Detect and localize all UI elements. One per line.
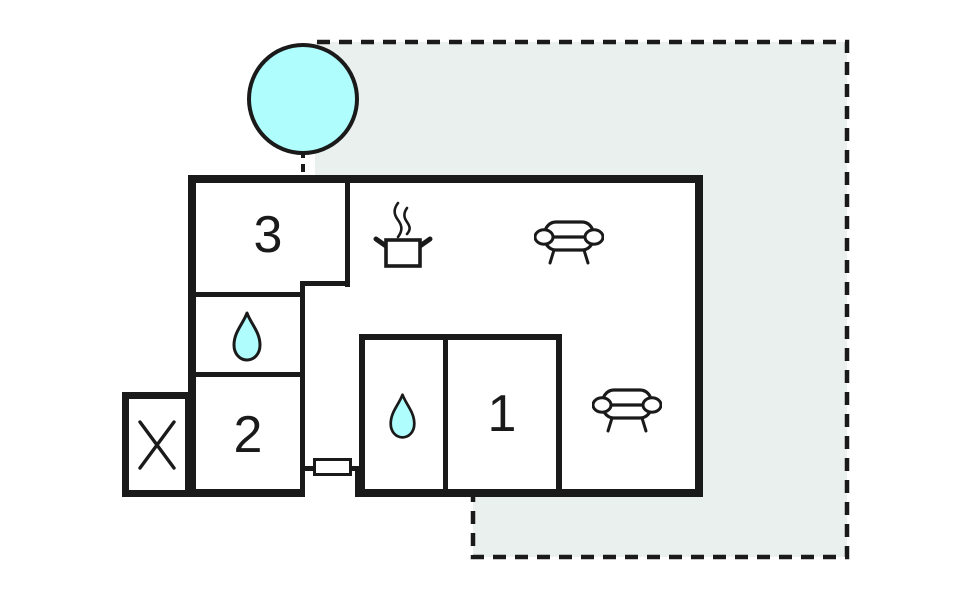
plot-area [315, 42, 847, 557]
wall-step [300, 281, 350, 286]
entrance-door-symbol [313, 458, 352, 476]
wall-outer-top [188, 175, 703, 183]
sofa-icon [592, 388, 662, 433]
wall-bathroom-bottom [188, 372, 303, 377]
wall-outer-bottom-left [188, 489, 305, 497]
wall-block-right [556, 334, 562, 497]
tree-icon [247, 43, 359, 155]
wall-outer-left [188, 175, 196, 497]
sofa-icon [534, 220, 604, 265]
water-drop-icon [389, 393, 416, 439]
wall-bathroom-top [188, 292, 303, 297]
wall-entrance-jamb-right [355, 466, 360, 497]
wall-left-column-vertical [300, 281, 305, 497]
wall-block-top [359, 334, 562, 340]
wall-outer-right [695, 175, 703, 497]
dashed-plot-boundary [317, 39, 850, 560]
wall-entrance-stub-right [351, 466, 361, 471]
bedroom3-label: 3 [253, 205, 283, 264]
wall-entrance-stub-left [303, 466, 314, 471]
bedroom2-label: 2 [233, 405, 263, 464]
bedroom1-label: 1 [487, 384, 517, 443]
wall-block-divider [443, 334, 448, 497]
wall-block-left [359, 334, 365, 497]
steaming-pot-icon [373, 201, 433, 268]
wall-outer-bottom-right [356, 489, 703, 497]
water-drop-icon [232, 311, 262, 362]
annex-room [122, 392, 192, 497]
cross-icon [138, 420, 176, 470]
wall-bedroom3-right [345, 175, 350, 287]
